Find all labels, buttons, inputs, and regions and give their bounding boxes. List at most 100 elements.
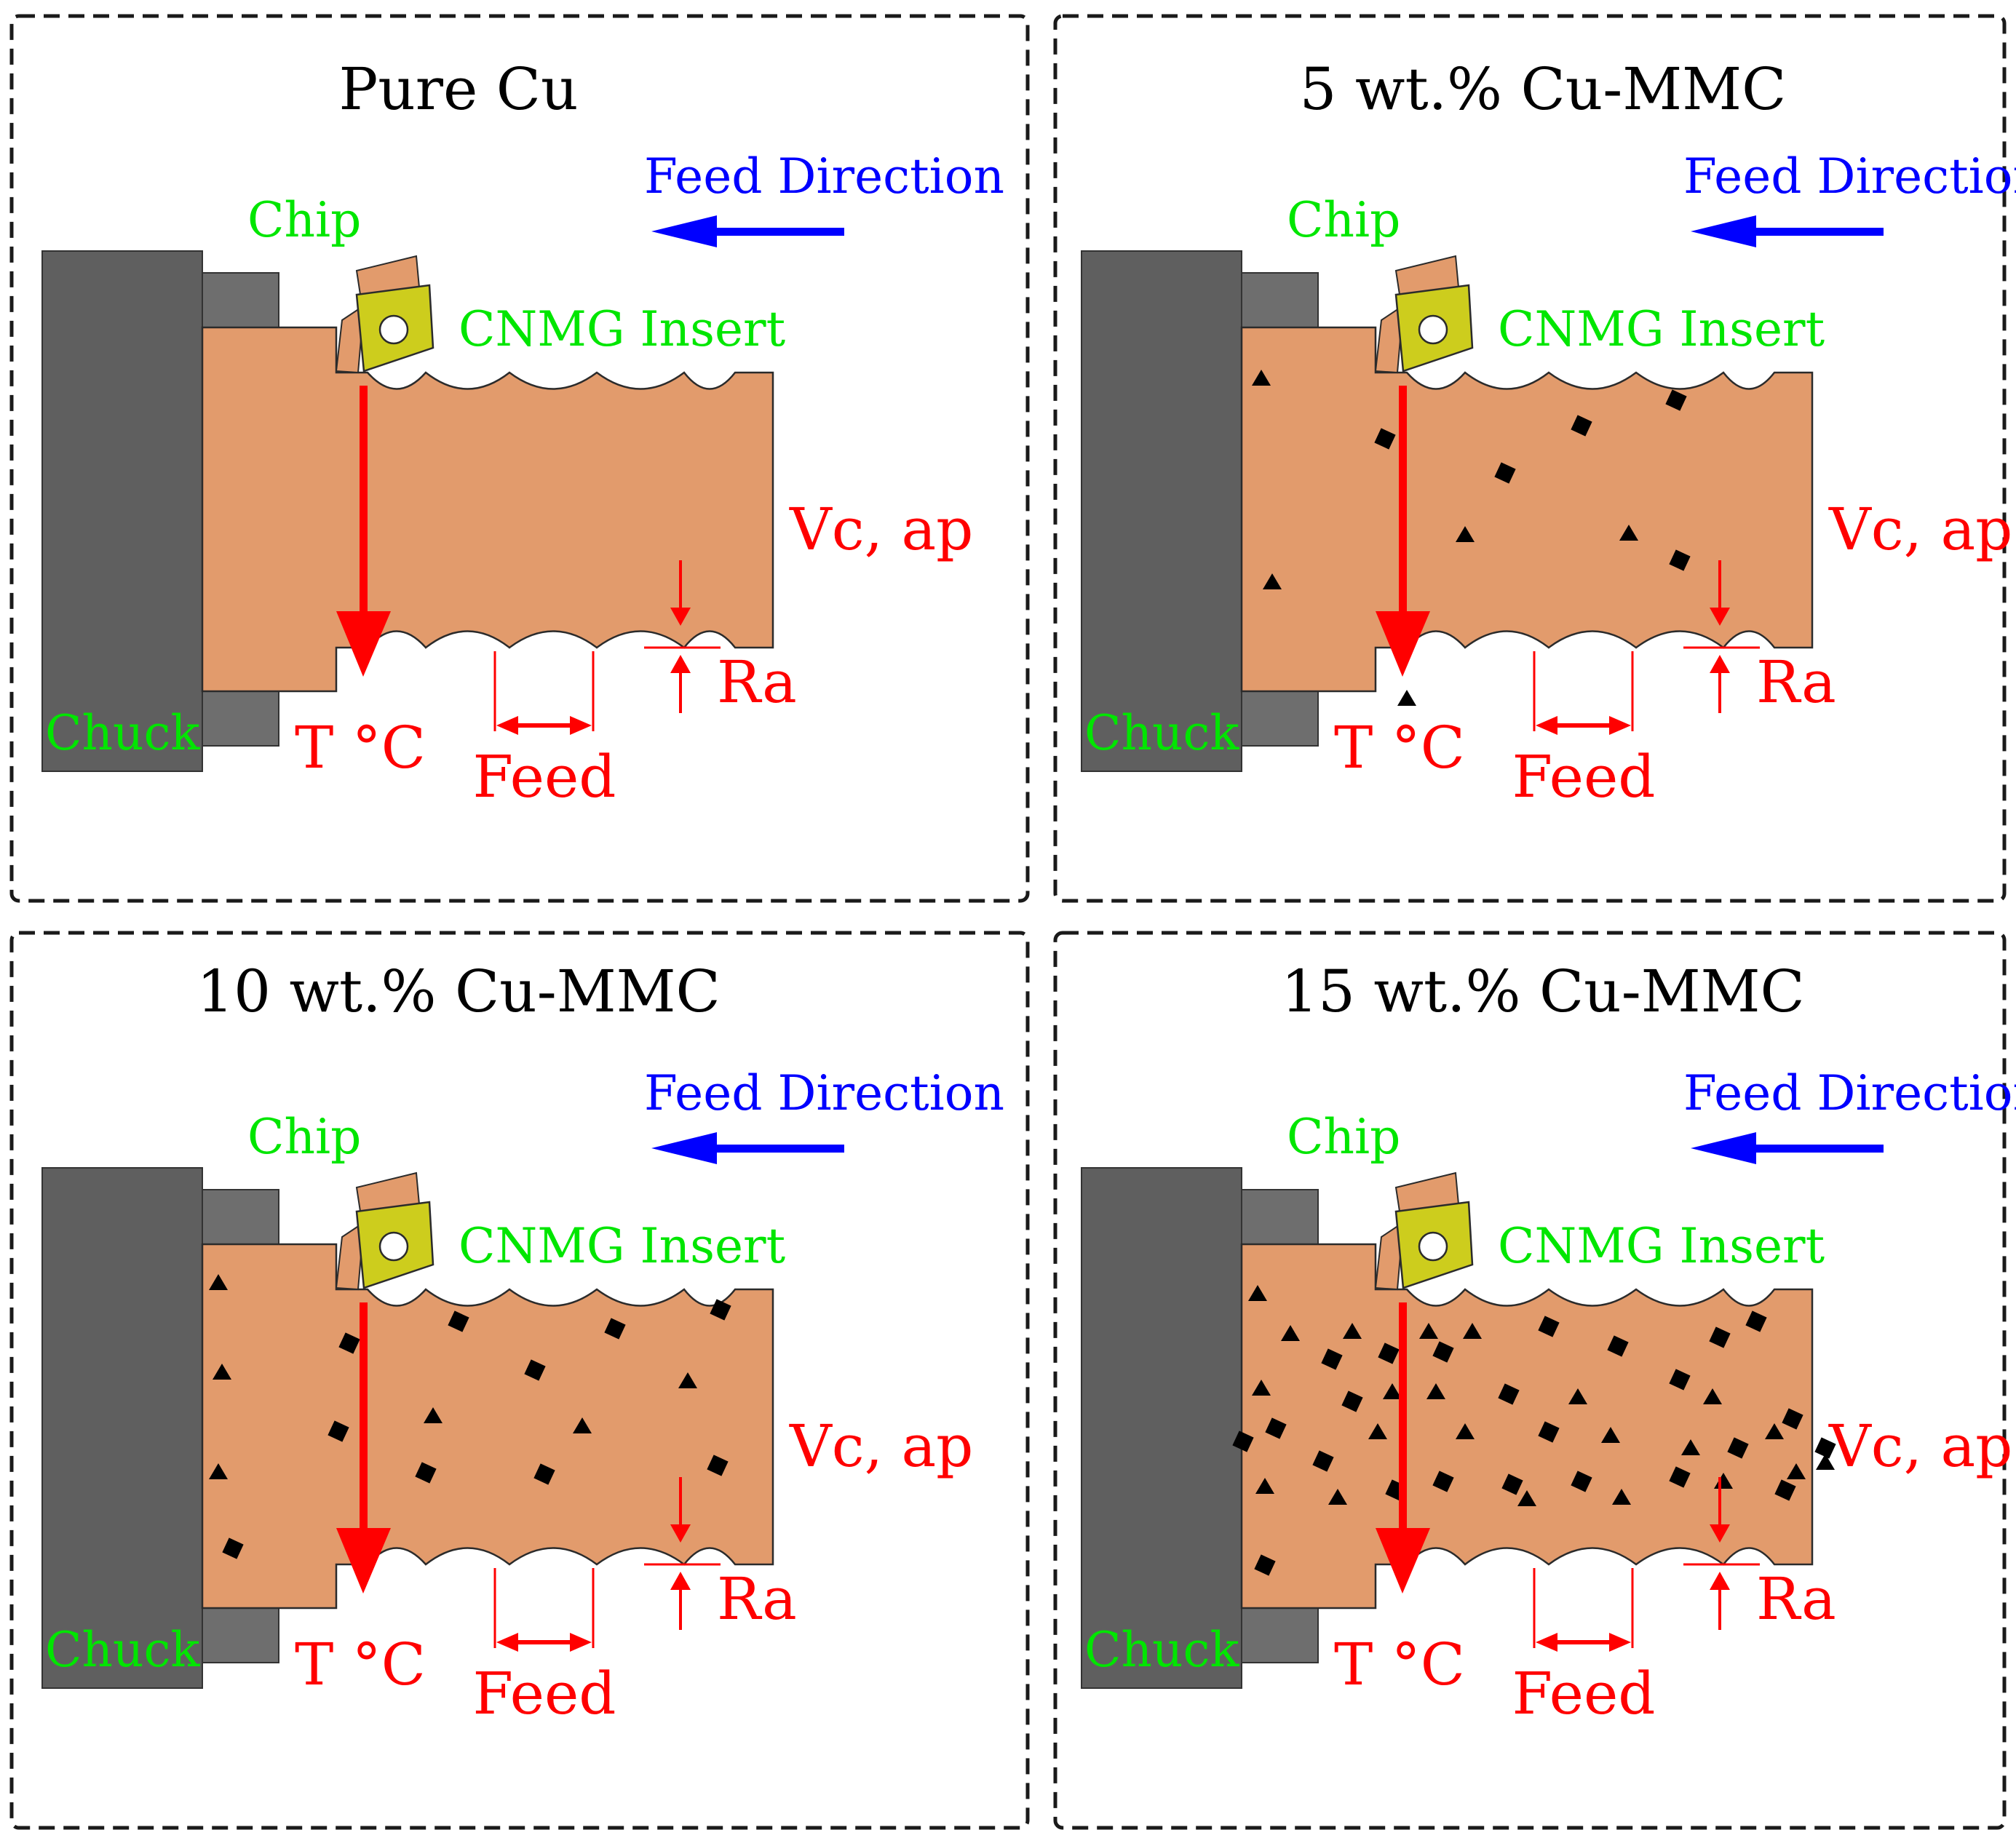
- particle-triangle: [1368, 1423, 1387, 1439]
- particle-square: [1814, 1437, 1836, 1459]
- particle-square: [328, 1420, 349, 1442]
- chuck-body: [41, 250, 203, 772]
- feed-arrowhead-left: [1536, 716, 1557, 735]
- particle-square: [415, 1462, 437, 1484]
- feed-direction-arrowhead: [651, 215, 717, 247]
- workpiece: [201, 1243, 774, 1610]
- particle-square: [1432, 1471, 1454, 1492]
- workpiece: [1240, 326, 1814, 693]
- particle-square: [1571, 1471, 1592, 1492]
- feed-direction-arrowhead: [651, 1132, 717, 1164]
- feed-arrowhead-right: [570, 716, 592, 735]
- panel-frame: [1053, 931, 2007, 1830]
- workpiece: [201, 326, 774, 693]
- feed-direction-label: Feed Direction: [1683, 1065, 2016, 1121]
- particle-triangle: [213, 1364, 231, 1380]
- panel-title: 10 wt.% Cu-MMC: [197, 958, 721, 1025]
- particle-square: [1498, 1383, 1520, 1405]
- particle-triangle: [1787, 1463, 1806, 1479]
- panel-frame: [9, 931, 1030, 1830]
- particle-square: [1494, 462, 1516, 484]
- temperature-arrowhead: [1376, 1528, 1430, 1594]
- particle-triangle: [1765, 1423, 1784, 1439]
- particle-triangle: [1426, 1383, 1445, 1399]
- particle-triangle: [1383, 1383, 1402, 1399]
- cutting-params-label: Vc, ap: [789, 496, 973, 563]
- particle-square: [707, 1455, 729, 1476]
- workpiece: [1240, 1243, 1814, 1610]
- particle-square: [338, 1332, 360, 1354]
- particle-triangle: [1343, 1323, 1362, 1339]
- particle-square: [710, 1299, 731, 1321]
- ra-arrowhead-top: [1710, 1524, 1730, 1543]
- particle-square: [1669, 1466, 1691, 1488]
- chip-label: Chip: [247, 1109, 361, 1165]
- particle-square: [1378, 1342, 1400, 1364]
- particle-square: [1538, 1316, 1560, 1337]
- particle-square: [1571, 415, 1592, 437]
- feed-direction-shaft: [695, 228, 844, 236]
- temperature-arrowhead: [336, 1528, 391, 1594]
- particle-square: [1782, 1408, 1803, 1430]
- feed-direction-label: Feed Direction: [644, 1065, 1004, 1121]
- ra-arrowhead-top: [670, 1524, 691, 1543]
- particle-triangle: [1612, 1489, 1631, 1505]
- ra-arrowhead-bottom: [1710, 655, 1730, 673]
- insert-label: CNMG Insert: [459, 1218, 785, 1274]
- panel-title: 15 wt.% Cu-MMC: [1281, 958, 1805, 1025]
- roughness-label: Ra: [1756, 648, 1836, 716]
- particle-square: [604, 1318, 626, 1340]
- particle-triangle: [1397, 690, 1416, 706]
- particle-square: [1501, 1473, 1523, 1495]
- particle-square: [222, 1537, 244, 1559]
- particle-square: [1232, 1431, 1254, 1452]
- particle-square: [1774, 1479, 1796, 1501]
- chip-label: Chip: [247, 192, 361, 248]
- chip-label: Chip: [1287, 1109, 1400, 1165]
- feed-label: Feed: [1512, 743, 1655, 811]
- particle-triangle: [1619, 525, 1638, 541]
- particle-triangle: [1568, 1388, 1587, 1404]
- particle-square: [1265, 1417, 1287, 1439]
- feed-arrowhead-left: [496, 716, 518, 735]
- particle-triangle: [678, 1372, 697, 1388]
- particle-triangle: [1255, 1478, 1274, 1494]
- insert-hole: [1418, 1231, 1448, 1262]
- cutting-params-label: Vc, ap: [789, 1412, 973, 1480]
- particle-square: [1669, 549, 1691, 571]
- insert-hole: [378, 1231, 409, 1262]
- particle-square: [1321, 1348, 1343, 1370]
- cutting-params-label: Vc, ap: [1828, 496, 2012, 563]
- roughness-label: Ra: [1756, 1565, 1836, 1633]
- feed-direction-label: Feed Direction: [1683, 148, 2016, 204]
- temperature-label: T °C: [295, 714, 426, 781]
- ra-arrowhead-top: [1710, 608, 1730, 626]
- cutting-params-label: Vc, ap: [1828, 1412, 2012, 1480]
- particle-triangle: [1601, 1427, 1620, 1443]
- particle-square: [1745, 1310, 1767, 1332]
- particle-square: [1312, 1450, 1334, 1472]
- particle-square: [1374, 428, 1396, 450]
- temperature-arrowhead: [336, 611, 391, 677]
- chuck-label: Chuck: [1084, 1622, 1239, 1678]
- temperature-arrow-shaft: [1399, 386, 1407, 648]
- feed-arrowhead-left: [496, 1633, 518, 1652]
- particle-square: [533, 1463, 555, 1485]
- particle-triangle: [1517, 1490, 1536, 1506]
- roughness-label: Ra: [717, 1565, 797, 1633]
- chuck-label: Chuck: [45, 705, 200, 761]
- particle-square: [1709, 1326, 1731, 1348]
- panel-title: Pure Cu: [338, 55, 578, 123]
- temperature-arrow-shaft: [360, 386, 368, 648]
- insert-label: CNMG Insert: [1498, 301, 1825, 357]
- feed-arrowhead-right: [1609, 716, 1631, 735]
- chuck-label: Chuck: [45, 1622, 200, 1678]
- temperature-arrow-shaft: [1399, 1302, 1407, 1564]
- particle-square: [1727, 1437, 1749, 1459]
